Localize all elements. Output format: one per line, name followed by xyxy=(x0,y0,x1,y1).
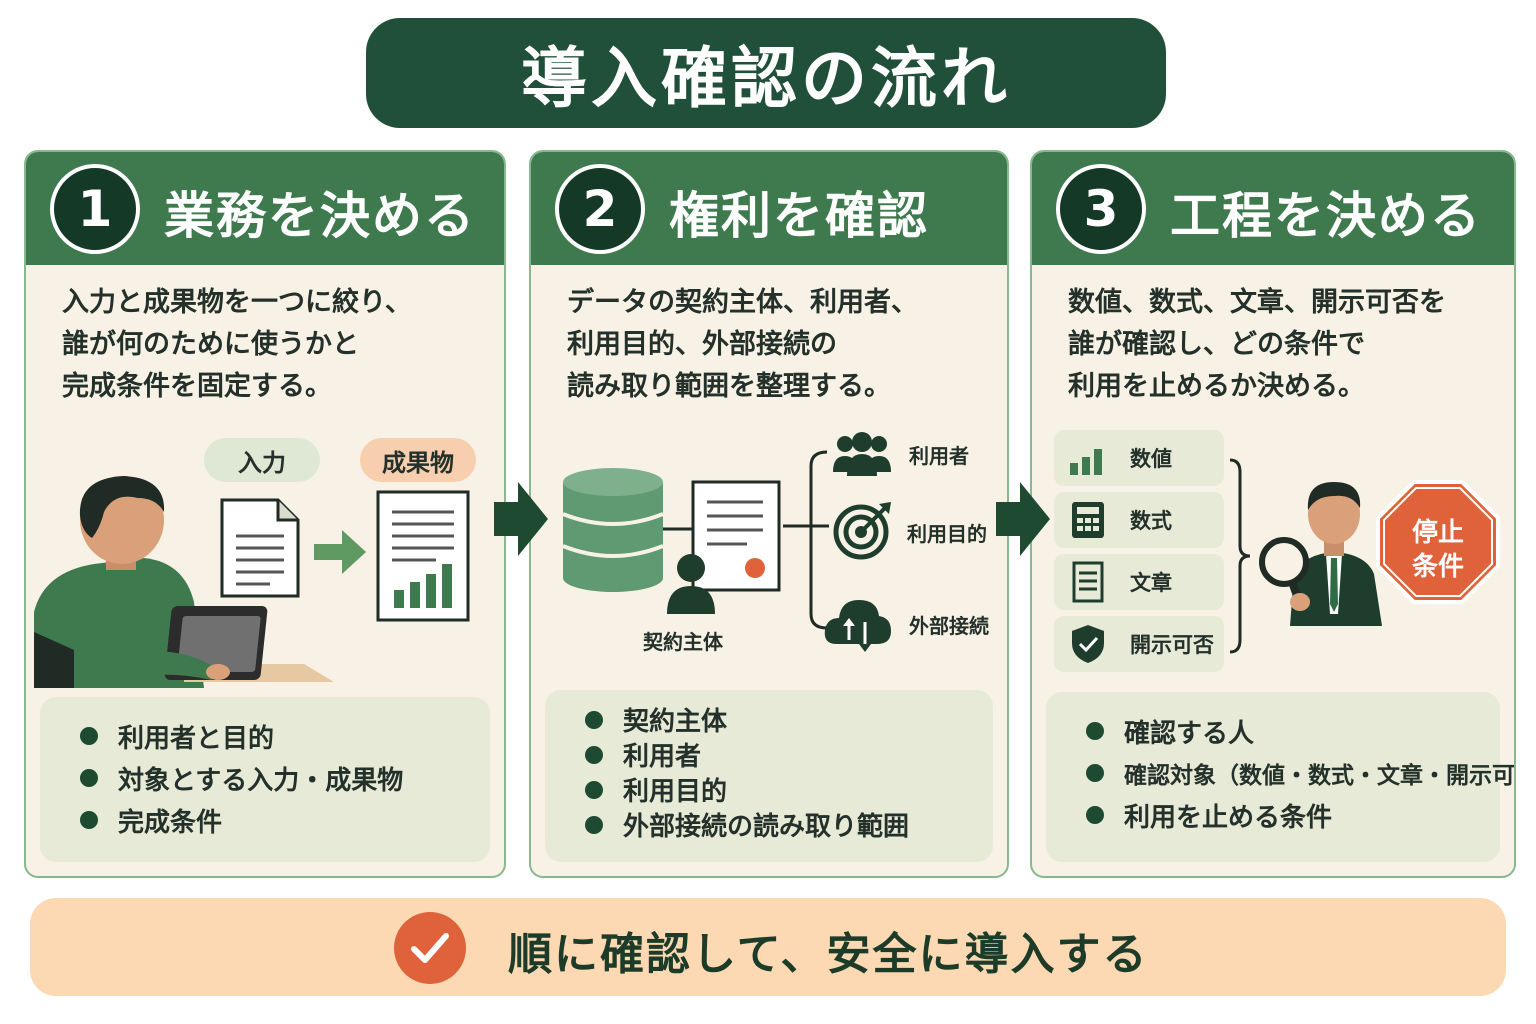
brace-connector xyxy=(1229,458,1251,654)
step-panel-3: 3 工程を決める 数値、数式、文章、開示可否を 誰が確認し、どの条件で 利用を止… xyxy=(1030,150,1516,878)
person-at-laptop-icon xyxy=(34,476,334,688)
step-header-3: 3 工程を決める xyxy=(1032,152,1514,265)
purpose-label: 利用目的 xyxy=(907,522,987,546)
list-item: 利用者と目的 xyxy=(80,715,466,757)
step-header-1: 1 業務を決める xyxy=(26,152,504,265)
page-title: 導入確認の流れ xyxy=(521,40,1011,117)
bullet-dot xyxy=(585,710,603,729)
list-item: 利用者 xyxy=(585,737,969,772)
check-item-label: 開示可否 xyxy=(1130,633,1214,657)
bullet-dot xyxy=(80,811,98,829)
check-item-label: 数値 xyxy=(1130,447,1172,471)
step-number-1: 1 xyxy=(50,164,140,254)
shield-check-icon xyxy=(1072,625,1104,663)
database-icon xyxy=(562,468,664,592)
check-item-disclosure: 開示可否 xyxy=(1054,616,1224,672)
bullet-dot xyxy=(80,727,98,745)
bar-chart-icon xyxy=(1070,449,1102,475)
brace-connector xyxy=(783,450,829,630)
list-item: 確認対象（数値・数式・文章・開示可否） xyxy=(1086,752,1514,794)
description-line: 数値、数式、文章、開示可否を xyxy=(1068,287,1446,318)
list-item: 完成条件 xyxy=(80,799,466,841)
list-item: 確認する人 xyxy=(1086,710,1476,752)
reviewer-magnifier-icon xyxy=(1259,482,1382,626)
external-label: 外部接続 xyxy=(909,614,989,638)
description-line: 利用を止めるか決める。 xyxy=(1068,371,1365,402)
step-header-2: 2 権利を確認 xyxy=(531,152,1007,265)
stop-sign-icon xyxy=(1376,480,1500,604)
step-title-3: 工程を決める xyxy=(1170,187,1482,245)
step-number-2: 2 xyxy=(555,164,645,254)
output-label: 成果物 xyxy=(382,448,454,477)
bullet-dot xyxy=(1086,764,1104,782)
step-summary-1: 利用者と目的 対象とする入力・成果物 完成条件 xyxy=(40,697,490,862)
list-item: 利用目的 xyxy=(585,772,969,807)
description-line: 利用目的、外部接続の xyxy=(567,329,837,360)
step-summary-3: 確認する人 確認対象（数値・数式・文章・開示可否） 利用を止める条件 xyxy=(1046,692,1514,862)
list-item: 外部接続の読み取り範囲 xyxy=(585,807,969,842)
input-pill: 入力 xyxy=(204,438,320,482)
check-item-formulas: 数式 xyxy=(1054,492,1224,548)
contract-icon xyxy=(691,480,781,592)
flow-arrow-icon xyxy=(494,482,548,556)
text-document-icon xyxy=(1072,561,1104,603)
description-line: データの契約主体、利用者、 xyxy=(567,287,918,318)
bullet-dot xyxy=(585,780,603,799)
target-icon xyxy=(833,502,891,560)
list-item: 契約主体 xyxy=(585,702,969,737)
description-line: 誰が確認し、どの条件で xyxy=(1068,329,1365,360)
output-pill: 成果物 xyxy=(360,438,476,482)
report-chart-icon xyxy=(376,490,470,622)
list-item: 利用を止める条件 xyxy=(1086,794,1476,836)
footer-message: 順に確認して、安全に導入する xyxy=(508,929,1149,980)
step-panel-2: 2 権利を確認 データの契約主体、利用者、 利用目的、外部接続の 読み取り範囲を… xyxy=(529,150,1009,878)
bullet-dot xyxy=(1086,722,1104,740)
description-line: 入力と成果物を一つに絞り、 xyxy=(62,287,412,318)
users-group-icon xyxy=(833,432,891,476)
contract-party-icon xyxy=(667,554,715,614)
list-item: 対象とする入力・成果物 xyxy=(80,757,466,799)
step-description-3: 数値、数式、文章、開示可否を 誰が確認し、どの条件で 利用を止めるか決める。 xyxy=(1068,282,1498,408)
bullet-dot xyxy=(585,745,603,764)
cloud-sync-icon xyxy=(824,600,891,652)
contract-party-label: 契約主体 xyxy=(643,630,723,654)
check-item-text: 文章 xyxy=(1054,554,1224,610)
description-line: 完成条件を固定する。 xyxy=(62,371,332,402)
calculator-icon xyxy=(1072,502,1104,538)
stop-label-line1: 停止 xyxy=(1412,518,1465,548)
arrow-right-icon xyxy=(314,530,366,574)
bullet-dot xyxy=(80,769,98,787)
checkmark-icon xyxy=(394,912,466,984)
footer-banner: 順に確認して、安全に導入する xyxy=(30,898,1506,996)
check-item-numbers: 数値 xyxy=(1054,430,1224,486)
flow-arrow-icon xyxy=(996,482,1050,556)
bullet-dot xyxy=(1086,806,1104,824)
check-item-label: 文章 xyxy=(1130,571,1172,595)
input-label: 入力 xyxy=(238,448,286,477)
users-label: 利用者 xyxy=(909,444,969,468)
step-panel-1: 1 業務を決める 入力と成果物を一つに絞り、 誰が何のために使うかと 完成条件を… xyxy=(24,150,506,878)
step-summary-2: 契約主体 利用者 利用目的 外部接続の読み取り範囲 xyxy=(545,690,993,862)
description-line: 読み取り範囲を整理する。 xyxy=(567,371,891,402)
document-icon xyxy=(220,498,300,598)
connector-line xyxy=(663,527,693,531)
step-title-2: 権利を確認 xyxy=(669,187,929,245)
bullet-dot xyxy=(585,815,603,834)
step-description-2: データの契約主体、利用者、 利用目的、外部接続の 読み取り範囲を整理する。 xyxy=(567,282,997,408)
title-banner: 導入確認の流れ xyxy=(366,18,1166,128)
step-title-1: 業務を決める xyxy=(164,187,476,245)
description-line: 誰が何のために使うかと xyxy=(62,329,359,360)
stop-label-line2: 条件 xyxy=(1412,552,1465,582)
step-description-1: 入力と成果物を一つに絞り、 誰が何のために使うかと 完成条件を固定する。 xyxy=(62,282,492,408)
check-item-label: 数式 xyxy=(1130,509,1172,533)
step-number-3: 3 xyxy=(1056,164,1146,254)
